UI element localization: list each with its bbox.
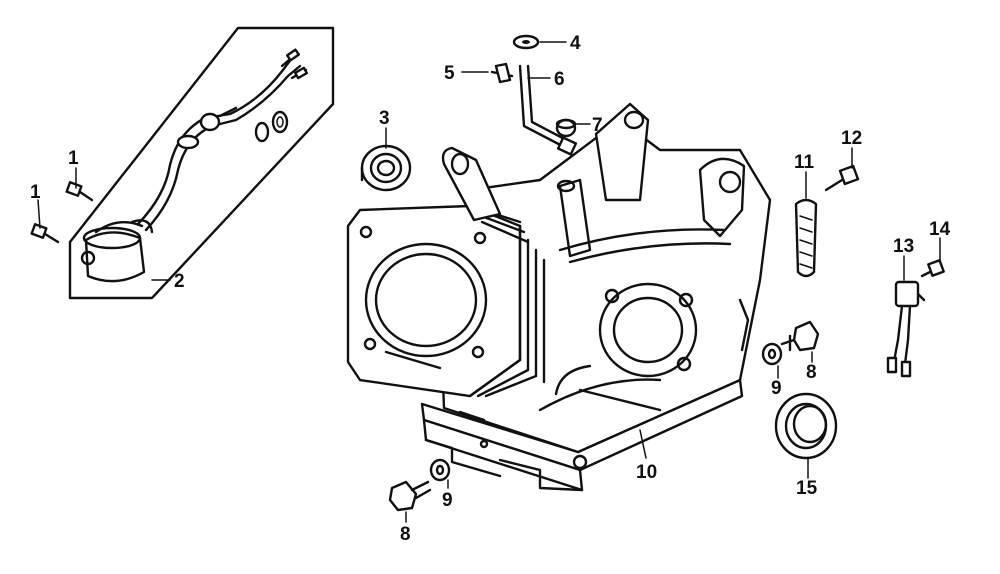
part-15-oil-seal[interactable] — [774, 392, 838, 460]
part-5-clip[interactable] — [490, 62, 514, 84]
callout-13: 13 — [893, 236, 914, 257]
part-1-bolt-upper[interactable] — [65, 181, 94, 202]
callout-1-upper: 1 — [68, 148, 79, 169]
part-9-washer-upper[interactable] — [761, 342, 783, 366]
callout-11: 11 — [794, 152, 815, 173]
leader-lines — [37, 41, 941, 523]
callout-12: 12 — [841, 128, 862, 149]
callout-6: 6 — [554, 69, 565, 90]
part-2-sensor-coil[interactable] — [80, 48, 309, 283]
part-14-screw[interactable] — [920, 259, 945, 278]
callout-labels: 1 1 2 3 4 5 6 7 8 8 9 9 10 11 12 13 14 1… — [30, 33, 951, 545]
callout-1-lower: 1 — [30, 182, 41, 203]
part-4-washer[interactable] — [512, 34, 540, 50]
part-7-cap[interactable] — [555, 118, 577, 138]
callout-7: 7 — [592, 115, 603, 136]
inset-box — [68, 26, 335, 300]
part-6-tube[interactable] — [518, 64, 578, 156]
callout-4: 4 — [570, 33, 581, 54]
callout-3: 3 — [379, 108, 390, 129]
callout-8-lower: 8 — [400, 524, 411, 545]
callout-9-upper: 9 — [771, 378, 782, 399]
part-8-bolt-lower[interactable] — [388, 480, 432, 512]
part-11-strip[interactable] — [794, 198, 818, 278]
part-1-bolt-lower[interactable] — [30, 223, 60, 244]
callout-5: 5 — [444, 63, 455, 84]
part-10-crankcase[interactable] — [346, 102, 772, 492]
part-8-bolt-upper[interactable] — [780, 320, 820, 352]
part-9-washer-lower[interactable] — [429, 458, 451, 482]
part-3-bearing[interactable] — [360, 144, 412, 192]
part-12-screw[interactable] — [824, 164, 860, 192]
callout-2: 2 — [174, 271, 185, 292]
callout-10: 10 — [636, 462, 657, 483]
callout-8-upper: 8 — [806, 362, 817, 383]
callout-9-lower: 9 — [442, 490, 453, 511]
callout-15: 15 — [796, 478, 818, 499]
part-13-sensor[interactable] — [886, 280, 926, 378]
callout-14: 14 — [929, 219, 951, 240]
